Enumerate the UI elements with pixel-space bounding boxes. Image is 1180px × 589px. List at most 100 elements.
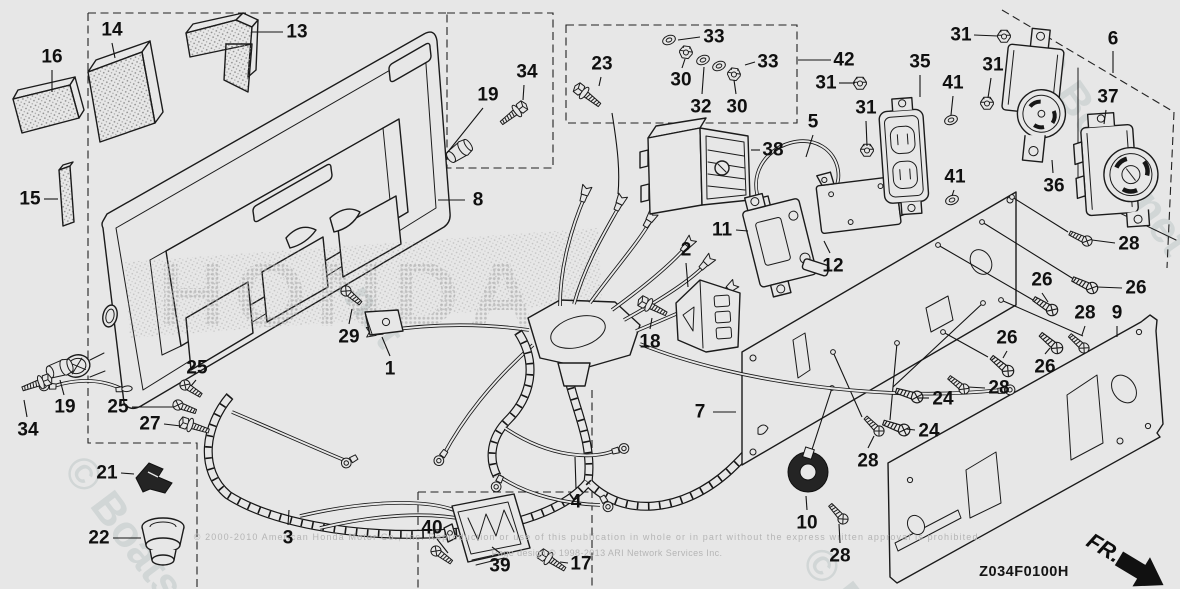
callout-leader-39 [491, 546, 501, 554]
callout-label-28: 28 [829, 546, 850, 567]
callout-leader-30 [681, 58, 686, 69]
callout-label-28: 28 [1118, 234, 1139, 255]
callout-label-30: 30 [670, 70, 691, 91]
callout-label-5: 5 [808, 112, 819, 133]
callout-leader-11 [735, 229, 749, 232]
callout-label-19: 19 [477, 85, 498, 106]
part-36-twistlock-receptacle [1001, 27, 1067, 163]
diagram-code: Z034F0100H [979, 564, 1069, 580]
halftone-watermark: HONDA [125, 228, 602, 346]
callout-label-15: 15 [19, 189, 41, 210]
callout-leader-32 [701, 66, 705, 95]
callout-leader-26 [1002, 350, 1008, 359]
callout-label-36: 36 [1043, 176, 1064, 197]
part-38-engine-switch [639, 117, 751, 215]
callout-label-25: 25 [107, 397, 129, 418]
callout-label-12: 12 [822, 256, 843, 277]
callout-leader-27 [163, 423, 182, 427]
callout-label-28: 28 [857, 451, 878, 472]
callout-label-22: 22 [88, 528, 109, 549]
callout-leader-12 [823, 240, 831, 254]
callout-label-30: 30 [726, 97, 747, 118]
callout-leader-41 [950, 95, 954, 116]
callout-leader-19 [59, 379, 65, 396]
callout-label-26: 26 [1034, 357, 1055, 378]
callout-label-17: 17 [570, 554, 591, 575]
callout-leader-28 [867, 435, 875, 449]
callout-leader-37 [1103, 109, 1107, 125]
callout-leader-23 [598, 76, 602, 87]
callout-label-39: 39 [489, 556, 510, 577]
part-21-clip [135, 462, 173, 494]
callout-label-34: 34 [516, 62, 538, 83]
part-35-duplex-receptacle [878, 96, 930, 216]
callout-label-1: 1 [385, 359, 396, 380]
callout-leader-1 [381, 336, 391, 357]
callout-leader-31 [973, 34, 999, 37]
callout-label-31: 31 [950, 25, 972, 46]
part-22-grommet [141, 517, 185, 566]
callout-label-31: 31 [982, 55, 1004, 76]
callout-leader-5 [805, 134, 814, 158]
callout-leader-34 [522, 84, 525, 101]
callout-leader-33 [744, 61, 756, 66]
callout-label-23: 23 [591, 54, 612, 75]
callout-leader-21 [120, 472, 135, 475]
copyright-line-2: Page design © 1998-2013 ARI Network Serv… [492, 548, 723, 558]
fr-arrow-icon [1114, 551, 1164, 587]
callout-label-8: 8 [473, 190, 484, 211]
callout-leader-28 [838, 523, 841, 544]
part-2-indicator-plate [675, 279, 741, 353]
callout-label-29: 29 [338, 327, 359, 348]
callout-leader-34 [23, 399, 28, 418]
callout-leader-29 [348, 308, 353, 325]
callout-label-26: 26 [1125, 278, 1146, 299]
callout-leader-4 [574, 456, 577, 490]
callout-leader-3 [287, 509, 290, 526]
callout-leader-2 [685, 262, 689, 288]
callout-label-21: 21 [96, 463, 118, 484]
callout-label-26: 26 [1031, 270, 1052, 291]
callout-label-16: 16 [41, 47, 62, 68]
callout-leader-19 [446, 107, 484, 154]
callout-leader-36 [1051, 159, 1054, 174]
callout-leader-28 [1081, 325, 1086, 336]
part-3-wire-harness [38, 183, 760, 534]
callout-leader-30 [733, 79, 737, 95]
callout-label-38: 38 [762, 140, 783, 161]
part-13-foam-pad [185, 12, 259, 93]
callout-label-2: 2 [681, 240, 692, 261]
callout-label-42: 42 [833, 50, 854, 71]
callout-label-28: 28 [1074, 303, 1095, 324]
callout-label-31: 31 [815, 73, 837, 94]
callout-label-26: 26 [996, 328, 1017, 349]
part-9-rear-panel [887, 314, 1164, 584]
callout-label-7: 7 [695, 402, 706, 423]
group-box-6 [1001, 9, 1175, 113]
callout-leader-10 [805, 495, 808, 511]
callout-label-14: 14 [101, 20, 123, 41]
callout-label-32: 32 [690, 97, 711, 118]
callout-leader-28 [1091, 239, 1116, 244]
callout-label-10: 10 [796, 513, 817, 534]
callout-leader-24 [905, 428, 916, 431]
callout-label-33: 33 [757, 52, 778, 73]
callout-label-25: 25 [186, 358, 208, 379]
callout-leader-26 [1041, 292, 1049, 303]
part-15-foam-strip [58, 161, 75, 227]
callout-leader-17 [559, 561, 569, 564]
copyright-line-1: © 2000-2010 American Honda Motor Co., In… [194, 532, 983, 542]
callout-leader-31 [865, 120, 868, 147]
part-39-regulator [443, 493, 531, 566]
callout-label-33: 33 [703, 27, 724, 48]
part-11-circuit-breaker [742, 192, 830, 298]
callout-leader-26 [1096, 286, 1123, 289]
callout-leader-41 [951, 189, 955, 197]
callout-leader-26 [1044, 347, 1051, 355]
callout-label-41: 41 [942, 73, 964, 94]
callout-label-34: 34 [17, 420, 39, 441]
callout-label-31: 31 [855, 98, 877, 119]
callout-label-9: 9 [1112, 303, 1123, 324]
